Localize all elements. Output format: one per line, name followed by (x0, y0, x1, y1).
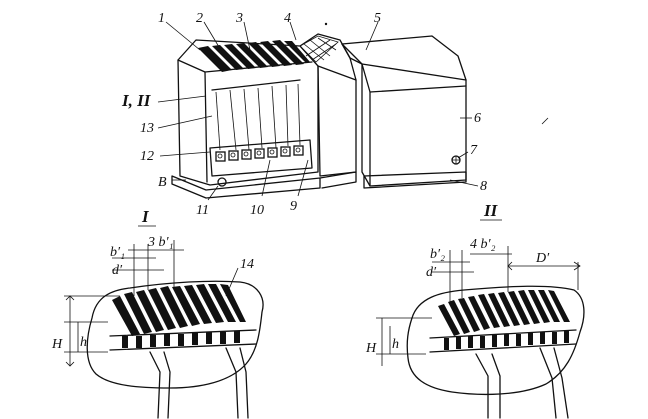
label-5: 5 (374, 11, 381, 26)
detail-II-H: H (365, 341, 377, 356)
cross-hatch (299, 35, 339, 63)
right-block-top (341, 43, 467, 81)
mount-hole (217, 177, 227, 187)
leader-lines (157, 21, 479, 201)
detail-II-outline (406, 285, 585, 396)
left-block-front-edge (204, 71, 208, 183)
detail-II-b2: b′₂ (430, 247, 445, 262)
middle-base (319, 171, 357, 189)
right-block-mid (369, 85, 467, 93)
label-section-ref: I, II (121, 91, 152, 110)
label-13: 13 (140, 121, 154, 136)
label-6: 6 (474, 111, 481, 126)
right-block-front (361, 63, 371, 187)
detail-II-d: d′ (426, 265, 437, 280)
inner-frame-line (211, 79, 301, 91)
coil-leads (215, 83, 301, 151)
label-b: B (158, 175, 167, 190)
magnetic-block-assembly (171, 33, 467, 199)
slot-hatching (198, 40, 310, 72)
label-4: 4 (284, 11, 291, 26)
detail-I-support-right (225, 347, 239, 419)
label-12: 12 (140, 149, 154, 164)
left-block-outline (177, 39, 319, 186)
detail-I-slots (112, 284, 246, 336)
label-1: 1 (158, 11, 165, 26)
right-block (341, 35, 467, 187)
detail-II-D: D′ (535, 251, 550, 266)
detail-I-b1: b′₁ (110, 245, 125, 260)
label-11: 11 (196, 203, 209, 218)
detail-I-band-top (109, 329, 257, 337)
label-3: 3 (235, 11, 243, 26)
detail-II-h: h (392, 337, 399, 352)
detail-I: I (51, 207, 264, 419)
label-8: 8 (480, 179, 487, 194)
terminal-blocks (215, 145, 304, 162)
detail-I-band-bottom (109, 343, 257, 351)
detail-II-support-right (539, 347, 557, 419)
detail-II-support-left (475, 353, 489, 419)
label-2: 2 (196, 11, 203, 26)
right-base (363, 171, 467, 189)
base-plate (171, 175, 321, 199)
label-7: 7 (470, 143, 478, 158)
detail-I-3b1: 3 b′₁ (147, 235, 173, 250)
detail-II-4b2: 4 b′₂ (470, 237, 496, 252)
detail-I-H: H (51, 337, 63, 352)
detail-I-d: d′ (112, 263, 123, 278)
detail-II-slots (438, 290, 570, 336)
middle-block (299, 33, 357, 177)
detail-II: II (365, 201, 585, 419)
detail-I-teeth (122, 331, 240, 348)
label-9: 9 (290, 199, 297, 214)
detail-II-band-top (429, 329, 577, 339)
detail-I-h: h (80, 335, 87, 350)
detail-II-teeth (444, 331, 569, 350)
label-14: 14 (240, 257, 254, 272)
middle-block-edge (317, 65, 357, 81)
stray-dot (324, 22, 328, 26)
part-labels: 1 2 3 4 5 6 7 8 9 10 11 12 13 I, II B (121, 11, 487, 218)
detail-I-support-left (149, 351, 161, 419)
detail-II-title: II (483, 201, 499, 220)
stray-mark (541, 117, 549, 125)
detail-I-title: I (141, 207, 150, 226)
detail-II-band-bottom (429, 343, 577, 353)
terminal-strip (209, 139, 313, 177)
label-10: 10 (250, 203, 264, 218)
